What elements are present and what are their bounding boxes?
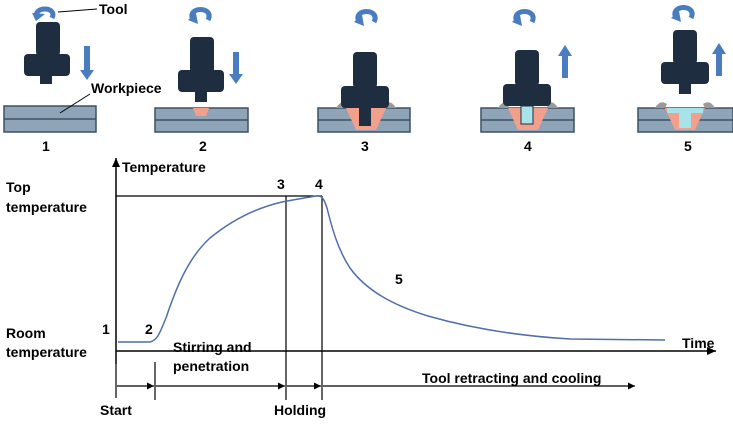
top-temperature-label-line2: temperature [6, 199, 87, 215]
stage-number-4: 4 [524, 138, 532, 154]
workpiece-plate [154, 107, 249, 133]
temperature-curve [118, 195, 666, 343]
holding-label: Holding [274, 402, 326, 418]
workpiece-plate [637, 102, 733, 133]
room-temperature-label-line2: temperature [6, 344, 87, 360]
y-axis-label: Temperature [122, 159, 206, 175]
stage-3-illustration [317, 9, 411, 133]
tool-icon [341, 52, 389, 126]
stirring-phase-label-line1: Stirring and [173, 339, 252, 355]
up-arrow-icon [558, 45, 572, 78]
curve-point-2: 2 [145, 321, 153, 337]
top-temperature-label-line1: Top [6, 179, 31, 195]
stage-number-1: 1 [42, 138, 50, 154]
tool-icon [178, 37, 224, 102]
tool-label: Tool [99, 1, 128, 17]
workpiece-plate [3, 105, 97, 133]
curve-point-1: 1 [102, 321, 110, 337]
stirring-phase-label-line2: penetration [173, 358, 249, 374]
temperature-graph [112, 158, 716, 400]
curve-point-3: 3 [277, 176, 285, 192]
cooling-phase-label: Tool retracting and cooling [422, 370, 601, 386]
down-arrow-icon [229, 52, 243, 84]
flash-icon [655, 102, 667, 108]
stage-number-5: 5 [684, 138, 692, 154]
tool-icon [24, 22, 70, 84]
curve-point-5: 5 [395, 271, 403, 287]
curve-point-4: 4 [315, 176, 323, 192]
tool-icon [661, 30, 709, 94]
workpiece-label: Workpiece [91, 80, 162, 96]
x-axis-label: Time [682, 335, 715, 351]
tool-icon [503, 50, 551, 125]
stage-1-illustration [3, 6, 98, 133]
room-temperature-label-line1: Room [6, 325, 46, 341]
stage-number-2: 2 [199, 138, 207, 154]
stage-5-illustration [637, 5, 733, 133]
start-label: Start [100, 402, 132, 418]
heat-zone [193, 108, 209, 116]
up-arrow-icon [712, 43, 726, 76]
keyhole [667, 108, 703, 128]
stage-number-3: 3 [361, 138, 369, 154]
stage-4-illustration [480, 9, 575, 133]
stage-2-illustration [154, 7, 249, 133]
down-arrow-icon [80, 46, 94, 80]
